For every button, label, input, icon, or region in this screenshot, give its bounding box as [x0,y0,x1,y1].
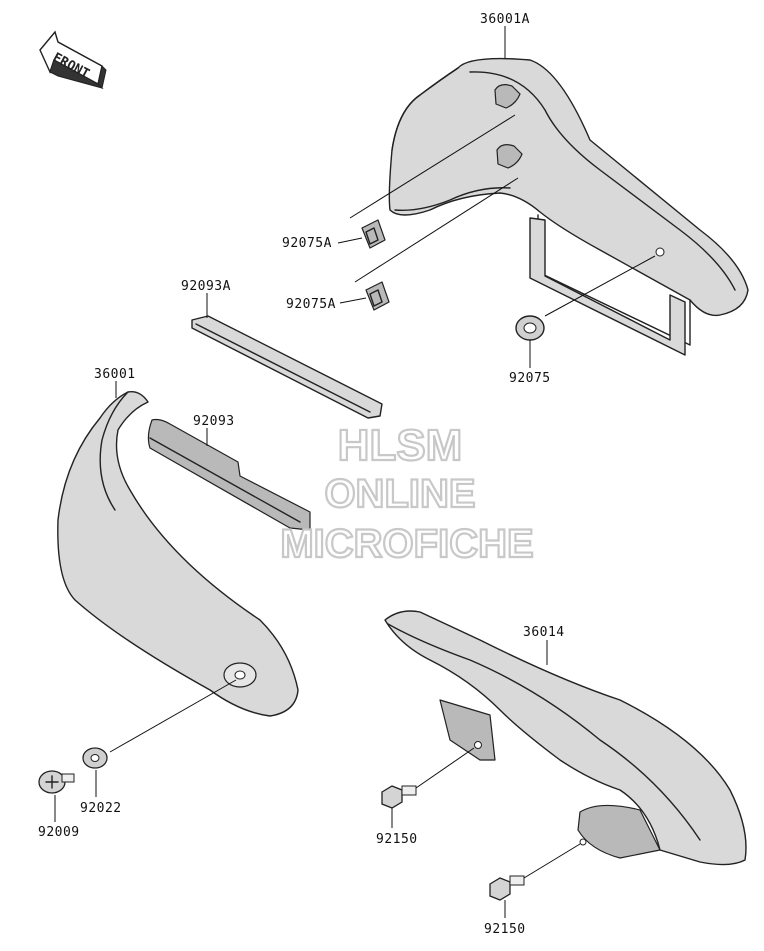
part-92075A-clip-2 [365,281,390,311]
watermark-line-2: ONLINE [324,472,475,516]
label-92075A-2[interactable]: 92075A [286,297,336,312]
part-92022-washer [82,747,108,769]
label-92075A-1[interactable]: 92075A [282,236,332,251]
part-92093A-strip [191,315,383,419]
watermark-line-3: MICROFICHE [280,522,533,566]
label-92093A[interactable]: 92093A [181,279,231,294]
label-36001[interactable]: 36001 [94,367,136,382]
watermark-line-1: HLSM [338,421,463,470]
part-36001A-shape [388,57,749,356]
label-36014[interactable]: 36014 [523,625,565,640]
label-92150-1[interactable]: 92150 [376,832,418,847]
watermark: HLSM ONLINE MICROFICHE [279,420,535,567]
front-arrow-icon: FRONT [39,30,107,89]
part-92150-bolt-1 [381,785,417,809]
part-92075-grommet [515,315,545,341]
part-labels: 36001A 92075A 92075A 92093A 92075 36001 … [38,12,565,937]
label-92075[interactable]: 92075 [509,371,551,386]
assembly-lines [109,114,656,879]
label-leaders [54,26,548,918]
part-92150-bolt-2 [489,875,525,901]
part-92009-screw [38,770,75,794]
label-92022[interactable]: 92022 [80,801,122,816]
label-92093[interactable]: 92093 [193,414,235,429]
part-36014-shape [384,610,747,866]
part-92075A-clip-1 [361,219,386,249]
part-92093-seal [147,418,311,531]
label-36001A[interactable]: 36001A [480,12,530,27]
label-92009[interactable]: 92009 [38,825,80,840]
part-36001-shape [57,391,299,717]
label-92150-2[interactable]: 92150 [484,922,526,937]
